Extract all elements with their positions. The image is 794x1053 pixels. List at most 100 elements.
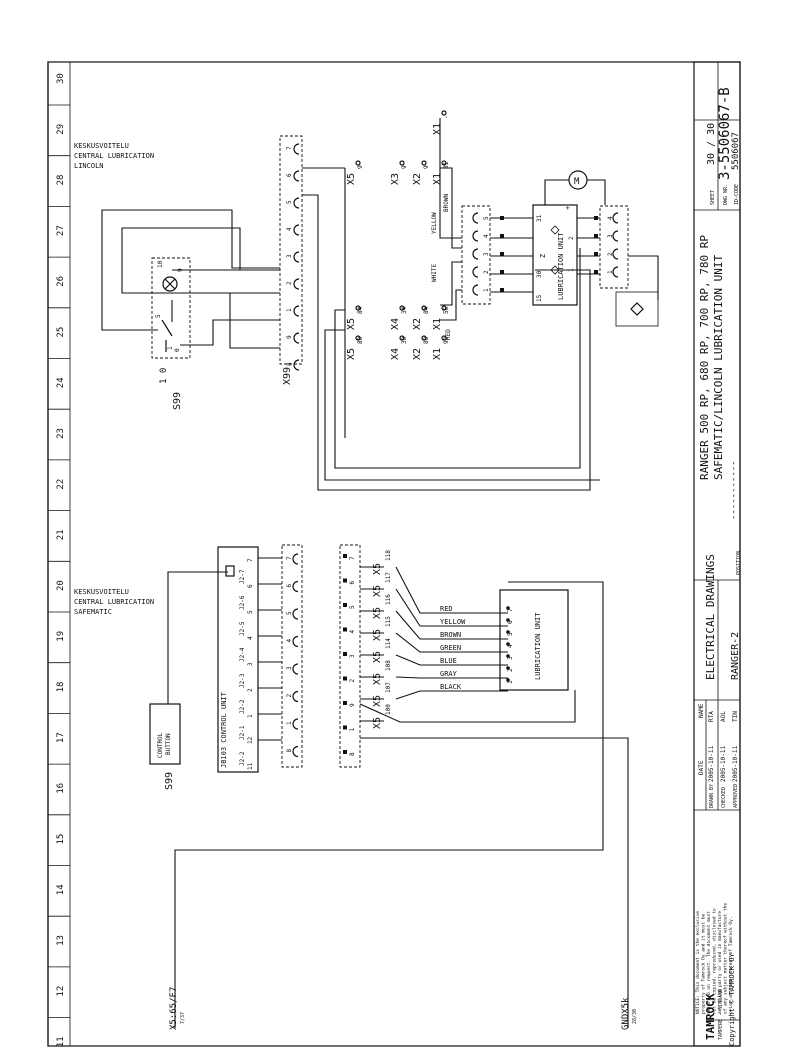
- description-dashes: -----------: [729, 460, 739, 520]
- lincoln-harness: [302, 167, 600, 491]
- unit-pin: 1: [507, 680, 514, 684]
- unit-pin-31: 31: [536, 214, 543, 222]
- connector-pin-circle: [355, 305, 361, 311]
- sheet-value: 30 / 30: [706, 123, 717, 165]
- lincoln-plug-wires: [439, 118, 462, 321]
- control-button-label-2: BUTTON: [165, 733, 172, 755]
- column-number: 18: [56, 682, 66, 693]
- unit-pin-15: 15: [536, 294, 543, 302]
- pin-marker: [500, 288, 504, 292]
- unit-pin-z: Z: [539, 254, 547, 258]
- connector-label: X5: [372, 695, 383, 707]
- terminal-number: 6: [286, 173, 293, 177]
- safematic-return-wires: [174, 581, 629, 1028]
- terminal-number: 6: [286, 584, 293, 588]
- column-number: 26: [56, 276, 66, 287]
- column-number: 19: [56, 631, 66, 642]
- terminal-clip: [293, 305, 300, 317]
- switch-ref: S99: [172, 392, 183, 410]
- column-number: 15: [56, 834, 66, 845]
- approval-name: RTA: [708, 711, 715, 722]
- cu-pin: 1: [247, 714, 254, 718]
- plug-pin: 4: [483, 234, 490, 238]
- terminal-clip: [292, 635, 299, 648]
- color-wire: [395, 588, 508, 627]
- unit-pin: 7: [507, 608, 514, 612]
- terminal-number: 9: [286, 335, 293, 339]
- terminal-marker: [343, 627, 347, 632]
- cu-pin: 5: [247, 610, 254, 614]
- wire-color-red: RED: [445, 329, 452, 340]
- lincoln-lubrication-unit: LUBRICATION UNIT 31 Z 2 1 + 15 30: [532, 204, 578, 306]
- approval-role: CHECKED: [721, 787, 727, 808]
- terminal-marker: [343, 676, 347, 681]
- terminal-clip: [293, 332, 300, 344]
- switch-symbol: 1 0: [159, 368, 169, 384]
- wire-color-label: YELLOW: [440, 618, 466, 626]
- connector-pin: 108: [385, 660, 392, 671]
- connector-pin: 9: [357, 165, 364, 169]
- connector-pin: 117: [385, 572, 392, 583]
- unit-pin-plus: +: [564, 206, 572, 210]
- terminal-number: 1: [286, 721, 293, 725]
- cu-pin: 7: [247, 558, 254, 562]
- connector-pin: 100: [385, 704, 392, 715]
- column-number: 11: [56, 1036, 66, 1047]
- description-line-1: RANGER 500 RP, 680 RP, 700 RP, 780 RP: [698, 235, 711, 480]
- plug-socket: [612, 266, 619, 278]
- terminal-clip: [293, 197, 300, 209]
- connector-pin: 84: [423, 306, 430, 314]
- plug-socket: [472, 212, 479, 224]
- header-name: NAME: [698, 703, 705, 718]
- connector-label: X1: [432, 123, 443, 135]
- lamp-pin: 10: [157, 260, 164, 268]
- column-number: 24: [56, 377, 66, 388]
- column-number: 13: [56, 935, 66, 946]
- switch-s99: 5 1 0 1 0 S99: [151, 257, 191, 410]
- terminal-clip: [292, 608, 299, 620]
- connector-pin: 107: [385, 682, 392, 693]
- connector-label: X5: [372, 673, 383, 685]
- terminal-number: 3: [349, 654, 356, 658]
- ref-x5: X5:65/F7: [169, 987, 179, 1030]
- connector-pin: 30: [401, 336, 408, 344]
- terminal-number: 7: [349, 556, 356, 560]
- wire-color-label: BLACK: [440, 683, 462, 691]
- terminal-number: 4: [349, 630, 356, 634]
- note-line-3: LINCOLN: [74, 162, 104, 170]
- terminal-clip: [293, 251, 300, 263]
- terminal-number: 5: [349, 605, 356, 609]
- terminal-number: 1: [286, 308, 293, 312]
- cu-pin: 3: [247, 662, 254, 666]
- connector-pin: 9: [423, 165, 430, 169]
- control-button-ref: S99: [164, 772, 175, 790]
- column-number: 28: [56, 175, 66, 186]
- switch-pin: 1: [167, 346, 174, 350]
- connector-pin-circle: [399, 305, 405, 311]
- j-pin-label: J2-1: [239, 725, 246, 740]
- unit-pin-dot: [506, 666, 510, 670]
- connector-label: X1: [432, 318, 443, 330]
- company-city: TAMPERE - FINLAND: [718, 989, 724, 1040]
- plug-pin: 2: [607, 252, 614, 256]
- terminal-number: 4: [286, 227, 293, 231]
- connector-pin-circle: [441, 110, 447, 116]
- terminal-number: 2: [286, 694, 293, 698]
- unit-pin: 3: [507, 656, 514, 660]
- terminal-number: 2: [286, 281, 293, 285]
- notice-line: not be copied, reproduced, disclosed to: [712, 908, 718, 1014]
- connector-label: X1: [432, 173, 443, 185]
- ref-gnd-sub: 28/30: [632, 1009, 638, 1024]
- lincoln-unit-title: LUBRICATION UNIT: [557, 232, 565, 300]
- notice-line: property of Tamrock Oy and it must be: [701, 913, 707, 1014]
- cu-pin: 11: [247, 762, 254, 770]
- pin-marker: [594, 270, 598, 274]
- connector-pin: 80: [357, 336, 364, 344]
- plug-socket: [612, 212, 619, 224]
- connector-pin-circle: [399, 160, 405, 166]
- connector-label: X2: [412, 318, 423, 330]
